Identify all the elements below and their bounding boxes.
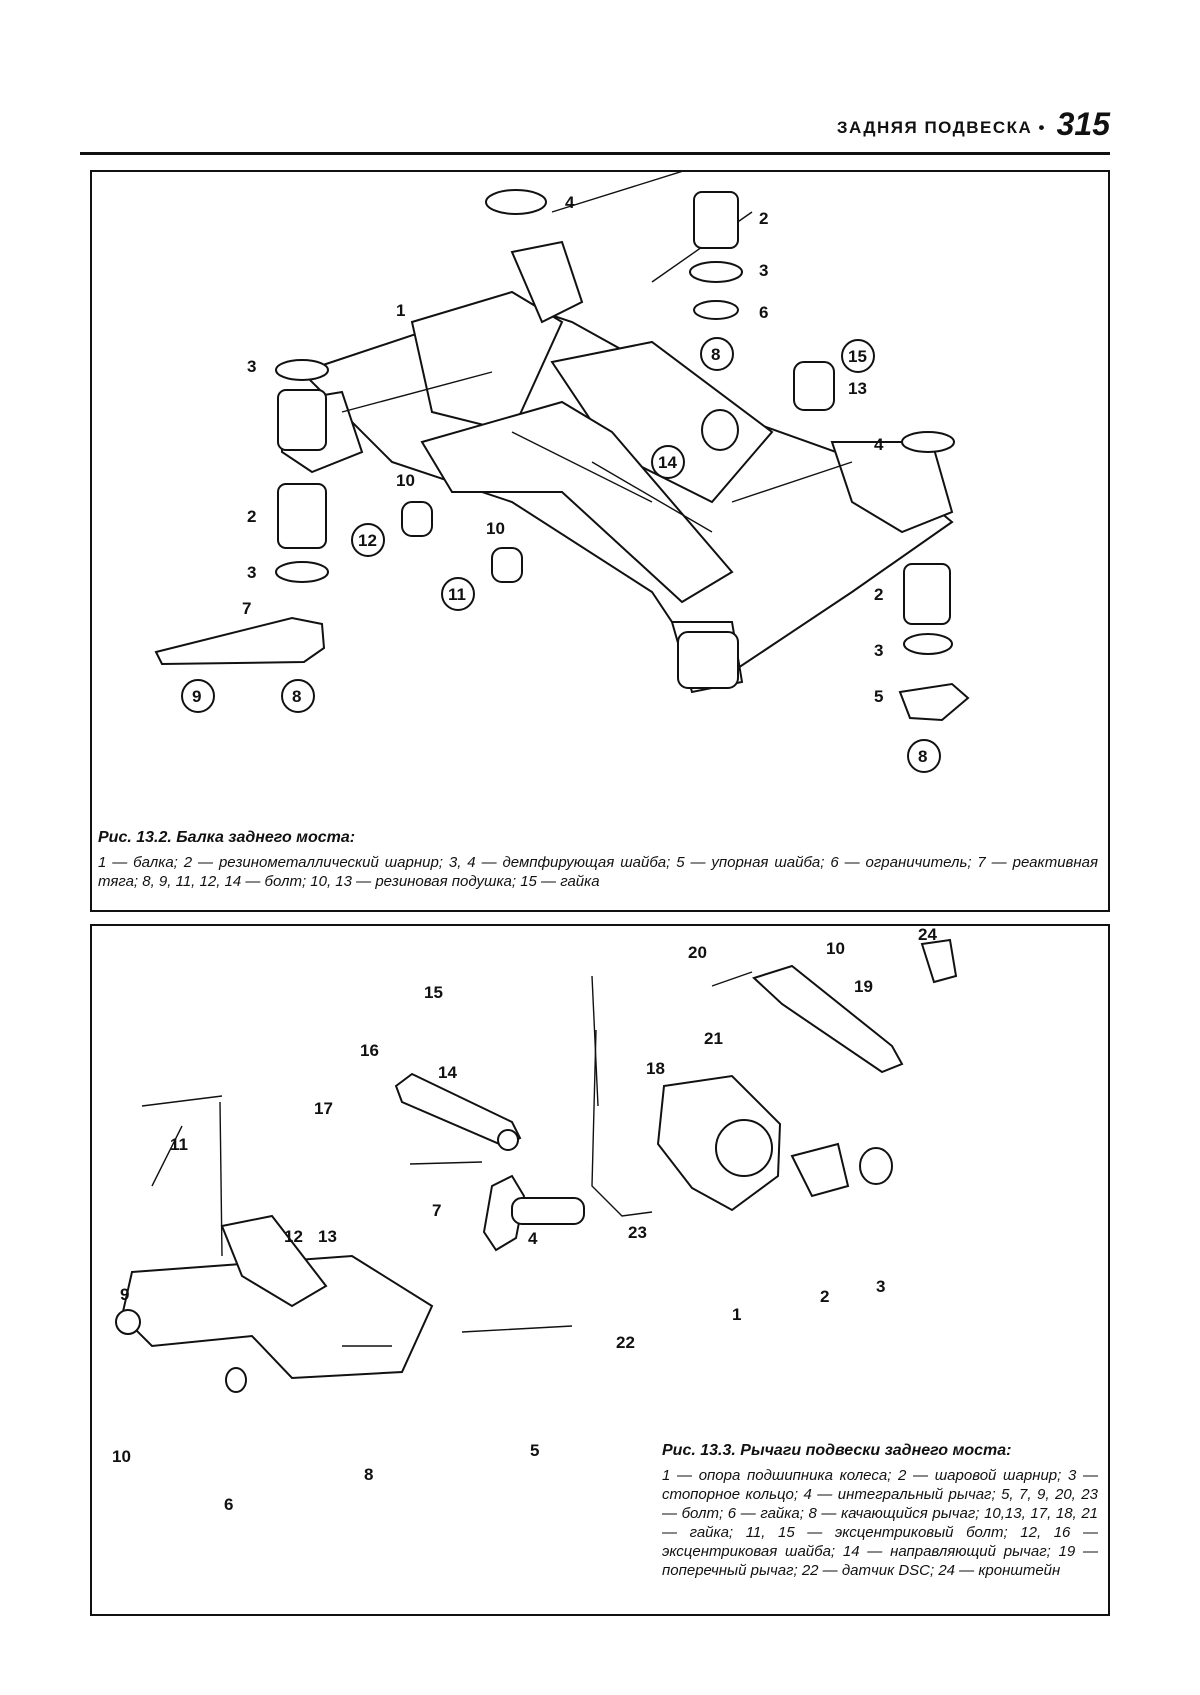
- callout-20: 20: [688, 943, 707, 962]
- circle-8-bottom: [281, 679, 315, 713]
- callout-3-top: 3: [759, 261, 768, 280]
- circle-14: [651, 445, 685, 479]
- caption-body: 1 — опора подшипника колеса; 2 — шаровой…: [662, 1467, 1098, 1579]
- figure-13-3: 20 10 24 19 15 21 18 16 14 17 11 7 4 23 …: [90, 924, 1110, 1616]
- caption-body: 1 — балка; 2 — резинометаллический шарни…: [98, 854, 1098, 890]
- circle-12: [351, 523, 385, 557]
- callout-11: 11: [448, 585, 466, 604]
- callout-11: 11: [170, 1135, 188, 1154]
- callout-9: 9: [120, 1285, 129, 1304]
- callout-2-top: 2: [759, 209, 768, 228]
- parts-illustrations: [154, 189, 970, 722]
- callout-16: 16: [360, 1041, 379, 1060]
- callout-19: 19: [854, 977, 873, 996]
- callout-14: 14: [438, 1063, 457, 1082]
- callout-10-left: 10: [396, 471, 415, 490]
- callout-8-right: 8: [918, 747, 927, 766]
- callout-7: 7: [432, 1201, 441, 1220]
- callout-10-mid: 10: [486, 519, 505, 538]
- callout-10-bottom: 10: [112, 1447, 131, 1466]
- callout-10-top: 10: [826, 939, 845, 958]
- callout-9: 9: [192, 687, 201, 706]
- caption-title: Рис. 13.3. Рычаги подвески заднего моста…: [662, 1442, 1012, 1459]
- circle-11: [441, 577, 475, 611]
- callout-3-left-low: 3: [247, 563, 256, 582]
- callout-5: 5: [530, 1441, 539, 1460]
- callout-3-right: 3: [874, 641, 883, 660]
- page-number: 315: [1056, 106, 1110, 142]
- circle-9: [181, 679, 215, 713]
- circle-8-right: [907, 739, 941, 773]
- callout-15: 15: [424, 983, 443, 1002]
- caption-title: Рис. 13.2. Балка заднего моста:: [98, 829, 356, 846]
- callout-3: 3: [876, 1277, 885, 1296]
- running-title: ЗАДНЯЯ ПОДВЕСКА •: [836, 118, 1046, 137]
- arms-illustration: [115, 938, 958, 1393]
- callout-2-left: 2: [247, 507, 256, 526]
- callout-3-left: 3: [247, 357, 256, 376]
- callout-18: 18: [646, 1059, 665, 1078]
- circle-15: [841, 339, 875, 373]
- callout-6: 6: [224, 1495, 233, 1514]
- callout-13: 13: [848, 379, 867, 398]
- page-header: ЗАДНЯЯ ПОДВЕСКА • 315: [80, 106, 1110, 155]
- callout-4-top: 4: [565, 193, 575, 212]
- callout-8: 8: [364, 1465, 373, 1484]
- callout-5: 5: [874, 687, 883, 706]
- callout-14: 14: [658, 453, 677, 472]
- rear-axle-beam-drawing: 4 2 3 6 8 15 13 1 3 2 3 7 9 8 10 12 10 1…: [154, 172, 970, 773]
- callout-13: 13: [318, 1227, 337, 1246]
- callout-4-right: 4: [874, 435, 884, 454]
- callout-17: 17: [314, 1099, 333, 1118]
- callout-12: 12: [358, 531, 377, 550]
- rear-suspension-arms-drawing: 20 10 24 19 15 21 18 16 14 17 11 7 4 23 …: [112, 926, 958, 1514]
- circle-8-top: [700, 337, 734, 371]
- figure-caption-13-2: Рис. 13.2. Балка заднего моста: 1 — балк…: [98, 828, 1098, 897]
- subframe-illustration: [281, 172, 954, 694]
- callout-4: 4: [528, 1229, 538, 1248]
- callout-6: 6: [759, 303, 768, 322]
- header-rule: [80, 152, 1110, 155]
- callout-1: 1: [732, 1305, 741, 1324]
- figure-13-2: 4 2 3 6 8 15 13 1 3 2 3 7 9 8 10 12 10 1…: [90, 170, 1110, 912]
- figure-caption-13-3: Рис. 13.3. Рычаги подвески заднего моста…: [662, 1441, 1098, 1586]
- figure1-callouts: 4 2 3 6 8 15 13 1 3 2 3 7 9 8 10 12 10 1…: [181, 193, 941, 773]
- callout-7: 7: [242, 599, 251, 618]
- callout-21: 21: [704, 1029, 723, 1048]
- callout-22: 22: [616, 1333, 635, 1352]
- callout-8-top: 8: [711, 345, 720, 364]
- callout-15: 15: [848, 347, 867, 366]
- callout-2: 2: [820, 1287, 829, 1306]
- callout-8-bottom: 8: [292, 687, 301, 706]
- figure2-callouts: 20 10 24 19 15 21 18 16 14 17 11 7 4 23 …: [112, 926, 937, 1514]
- callout-2-right: 2: [874, 585, 883, 604]
- callout-23: 23: [628, 1223, 647, 1242]
- callout-12: 12: [284, 1227, 303, 1246]
- callout-24: 24: [918, 926, 937, 944]
- callout-1: 1: [396, 301, 405, 320]
